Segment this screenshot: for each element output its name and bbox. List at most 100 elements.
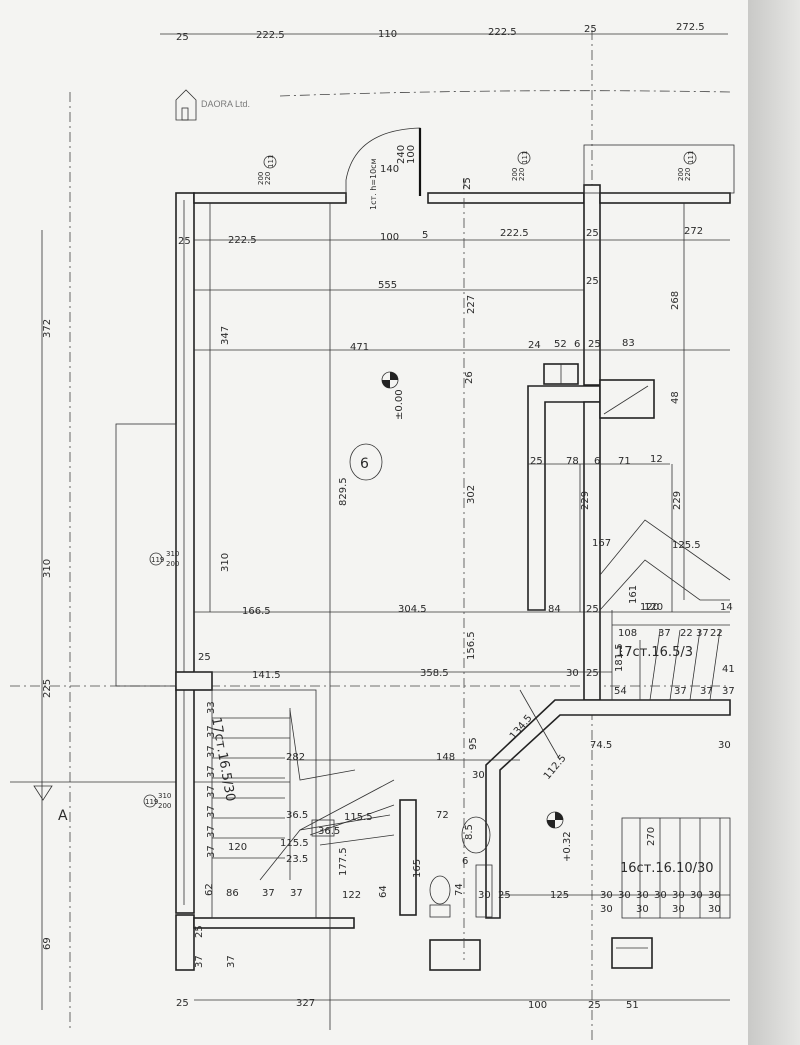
dim-label: 25 [586, 276, 599, 287]
svg-text:111: 111 [267, 155, 275, 168]
dim-label: 37 [290, 888, 303, 899]
dim-label: 166.5 [242, 606, 271, 617]
svg-text:+0.32: +0.32 [562, 831, 573, 862]
dim-label: 36.5 [286, 810, 308, 821]
dim-label: 6 [594, 456, 600, 467]
dim-label: 30 [690, 890, 703, 901]
dim-label: 25 [178, 236, 191, 247]
window-tag: 111 220 200 [511, 151, 531, 181]
dim-label: 37 [696, 628, 709, 639]
dim-label: 222.5 [488, 27, 517, 38]
svg-text:111: 111 [687, 151, 695, 164]
dim-label: 37 [206, 845, 217, 858]
svg-text:A: A [58, 808, 68, 824]
dim-label: 272.5 [676, 22, 705, 33]
wall-stair-core [485, 699, 731, 919]
shaft-bottom-right [611, 937, 653, 969]
dim-label: 181.5 [614, 643, 625, 672]
wall-top-left [193, 192, 347, 204]
dim-label: 225 [42, 679, 53, 698]
dim-label: 270 [646, 827, 657, 846]
dim-label: 37 [206, 805, 217, 818]
svg-text:6: 6 [360, 456, 369, 472]
dim-label: 222.5 [228, 235, 257, 246]
dim-label: 222.5 [256, 30, 285, 41]
dim-label: 30 [636, 890, 649, 901]
dim-label: 37 [206, 765, 217, 778]
dim-label: 30 [718, 740, 731, 751]
dim-label: 30 [654, 890, 667, 901]
dim-label: 30 [708, 904, 721, 915]
svg-text:220: 220 [264, 172, 272, 185]
dim-label: 95 [468, 737, 479, 750]
dim-label: 25 [586, 604, 599, 615]
dim-label: 100 [406, 145, 417, 164]
svg-text:119: 119 [145, 798, 158, 806]
dim-label: 36.5 [318, 826, 340, 837]
svg-text:111: 111 [521, 151, 529, 164]
stair-label-right-bottom: 16ст.16.10/30 [620, 861, 714, 876]
dim-label: 14 [720, 602, 733, 613]
shower-icon [475, 864, 493, 918]
dim-label: 83 [622, 338, 635, 349]
dim-label: 302 [466, 485, 477, 504]
dim-label: 37 [722, 686, 735, 697]
dim-label: 37 [206, 825, 217, 838]
stair-label-right-top: 17ст.16.5/3 [616, 645, 693, 660]
stair-right-bottom [621, 817, 731, 919]
dim-label: 25 [530, 456, 543, 467]
dim-label: 5 [422, 230, 428, 241]
dim-label: 71 [618, 456, 631, 467]
dim-label: 282 [286, 752, 305, 763]
dim-label: 115.5 [280, 838, 309, 849]
window-tag: 111 220 200 [257, 155, 277, 185]
dim-label: 110 [378, 29, 397, 40]
dim-label: 115.5 [344, 812, 373, 823]
logo-text: DAORA Ltd. [201, 99, 250, 109]
dim-label: 30 [478, 890, 491, 901]
wall-bath [399, 799, 417, 916]
page-edge-shadow [748, 0, 800, 1045]
section-mark: A [33, 785, 68, 824]
dim-label: 471 [350, 342, 369, 353]
dim-label: 54 [614, 686, 627, 697]
dim-label: 37 [226, 955, 237, 968]
dim-label: 25 [194, 925, 205, 938]
dim-label: 30 [672, 890, 685, 901]
dim-label: 30 [708, 890, 721, 901]
svg-text:±0.00: ±0.00 [394, 389, 405, 420]
dim-label: 30 [672, 904, 685, 915]
dim-label: 268 [670, 291, 681, 310]
dim-label: 37 [206, 725, 217, 738]
room-number-tag: 6 [349, 443, 383, 481]
dim-label: 100 [528, 1000, 547, 1011]
dim-label: 30 [472, 770, 485, 781]
dim-label: 30 [600, 890, 613, 901]
dim-label: 229 [580, 491, 591, 510]
svg-text:200: 200 [257, 172, 265, 185]
dim-label: 25 [584, 24, 597, 35]
dim-label: 25 [176, 32, 189, 43]
svg-text:200: 200 [677, 168, 685, 181]
dim-label: 177.5 [338, 847, 349, 876]
dim-label: 125 [550, 890, 569, 901]
terrace-outline [583, 144, 735, 194]
svg-text:200: 200 [158, 802, 171, 810]
dim-label: 358.5 [420, 668, 449, 679]
dimension-lines [194, 178, 730, 1030]
dim-label: 8.5 [464, 824, 475, 840]
dim-label: 272 [684, 226, 703, 237]
dim-label: 156.5 [466, 631, 477, 660]
level-marker-main: ±0.00 [381, 371, 405, 420]
dim-label: 141.5 [252, 670, 281, 681]
dim-label: 165 [412, 859, 423, 878]
dim-label: 24 [528, 340, 541, 351]
dim-label: 148 [436, 752, 455, 763]
entrance-door [345, 127, 422, 196]
stair-right-top [599, 519, 731, 701]
dim-label: 37 [674, 686, 687, 697]
dim-label: 25 [198, 652, 211, 663]
window-tag: 119 310 200 [149, 550, 179, 568]
dim-label: 310 [42, 559, 53, 578]
